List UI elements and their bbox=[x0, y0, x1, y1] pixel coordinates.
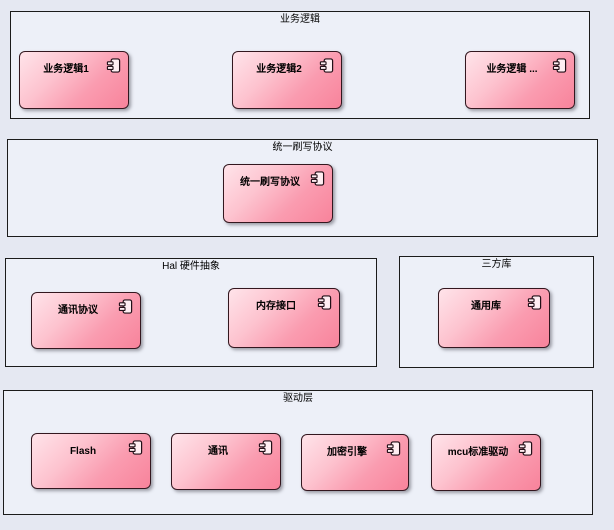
component-icon bbox=[552, 58, 567, 73]
component-icon bbox=[118, 299, 133, 314]
boundary-hal-abstraction[interactable]: Hal 硬件抽象 通讯协议 内存接口 bbox=[5, 258, 377, 367]
boundary-label-unified-flash-protocol: 统一刷写协议 bbox=[272, 142, 333, 153]
component-comm-driver[interactable]: 通讯 bbox=[171, 433, 281, 490]
boundary-label-hal-abstraction: Hal 硬件抽象 bbox=[162, 261, 220, 272]
component-label: 内存接口 bbox=[256, 301, 296, 312]
boundary-third-party-lib[interactable]: 三方库 通用库 bbox=[399, 256, 594, 368]
boundary-label-third-party-lib: 三方库 bbox=[481, 259, 512, 270]
component-label: 业务逻辑1 bbox=[43, 64, 89, 75]
component-icon bbox=[319, 58, 334, 73]
component-icon bbox=[310, 171, 325, 186]
component-common-lib[interactable]: 通用库 bbox=[438, 288, 550, 348]
component-icon bbox=[258, 440, 273, 455]
component-crypto-engine[interactable]: 加密引擎 bbox=[301, 434, 409, 491]
component-business-logic-more[interactable]: 业务逻辑 ... bbox=[465, 51, 575, 109]
component-icon bbox=[106, 58, 121, 73]
component-icon bbox=[527, 295, 542, 310]
component-memory-interface[interactable]: 内存接口 bbox=[228, 288, 340, 348]
component-label: 统一刷写协议 bbox=[240, 177, 300, 188]
component-label: 通讯协议 bbox=[58, 305, 98, 316]
component-label: mcu标准驱动 bbox=[447, 447, 509, 458]
component-icon bbox=[386, 441, 401, 456]
boundary-label-driver-layer: 驱动层 bbox=[283, 393, 313, 404]
component-label: 加密引擎 bbox=[327, 447, 367, 458]
component-icon bbox=[128, 440, 143, 455]
component-icon bbox=[518, 441, 533, 456]
component-label: 业务逻辑 ... bbox=[486, 64, 538, 75]
boundary-unified-flash-protocol[interactable]: 统一刷写协议 统一刷写协议 bbox=[7, 139, 598, 237]
component-icon bbox=[317, 295, 332, 310]
component-label: Flash bbox=[69, 446, 97, 457]
boundary-label-business-logic: 业务逻辑 bbox=[280, 14, 320, 25]
component-unified-flash-protocol[interactable]: 统一刷写协议 bbox=[223, 164, 333, 223]
boundary-business-logic[interactable]: 业务逻辑 业务逻辑1 业务逻辑2 业务逻辑 ... bbox=[10, 11, 590, 119]
component-mcu-standard-driver[interactable]: mcu标准驱动 bbox=[431, 434, 541, 491]
boundary-driver-layer[interactable]: 驱动层 Flash 通讯 加密引擎 bbox=[3, 390, 593, 515]
component-label: 通讯 bbox=[208, 446, 228, 457]
component-business-logic-1[interactable]: 业务逻辑1 bbox=[19, 51, 129, 109]
component-flash-driver[interactable]: Flash bbox=[31, 433, 151, 489]
component-comm-protocol[interactable]: 通讯协议 bbox=[31, 292, 141, 349]
component-label: 通用库 bbox=[471, 301, 501, 312]
component-business-logic-2[interactable]: 业务逻辑2 bbox=[232, 51, 342, 109]
component-label: 业务逻辑2 bbox=[256, 64, 302, 75]
